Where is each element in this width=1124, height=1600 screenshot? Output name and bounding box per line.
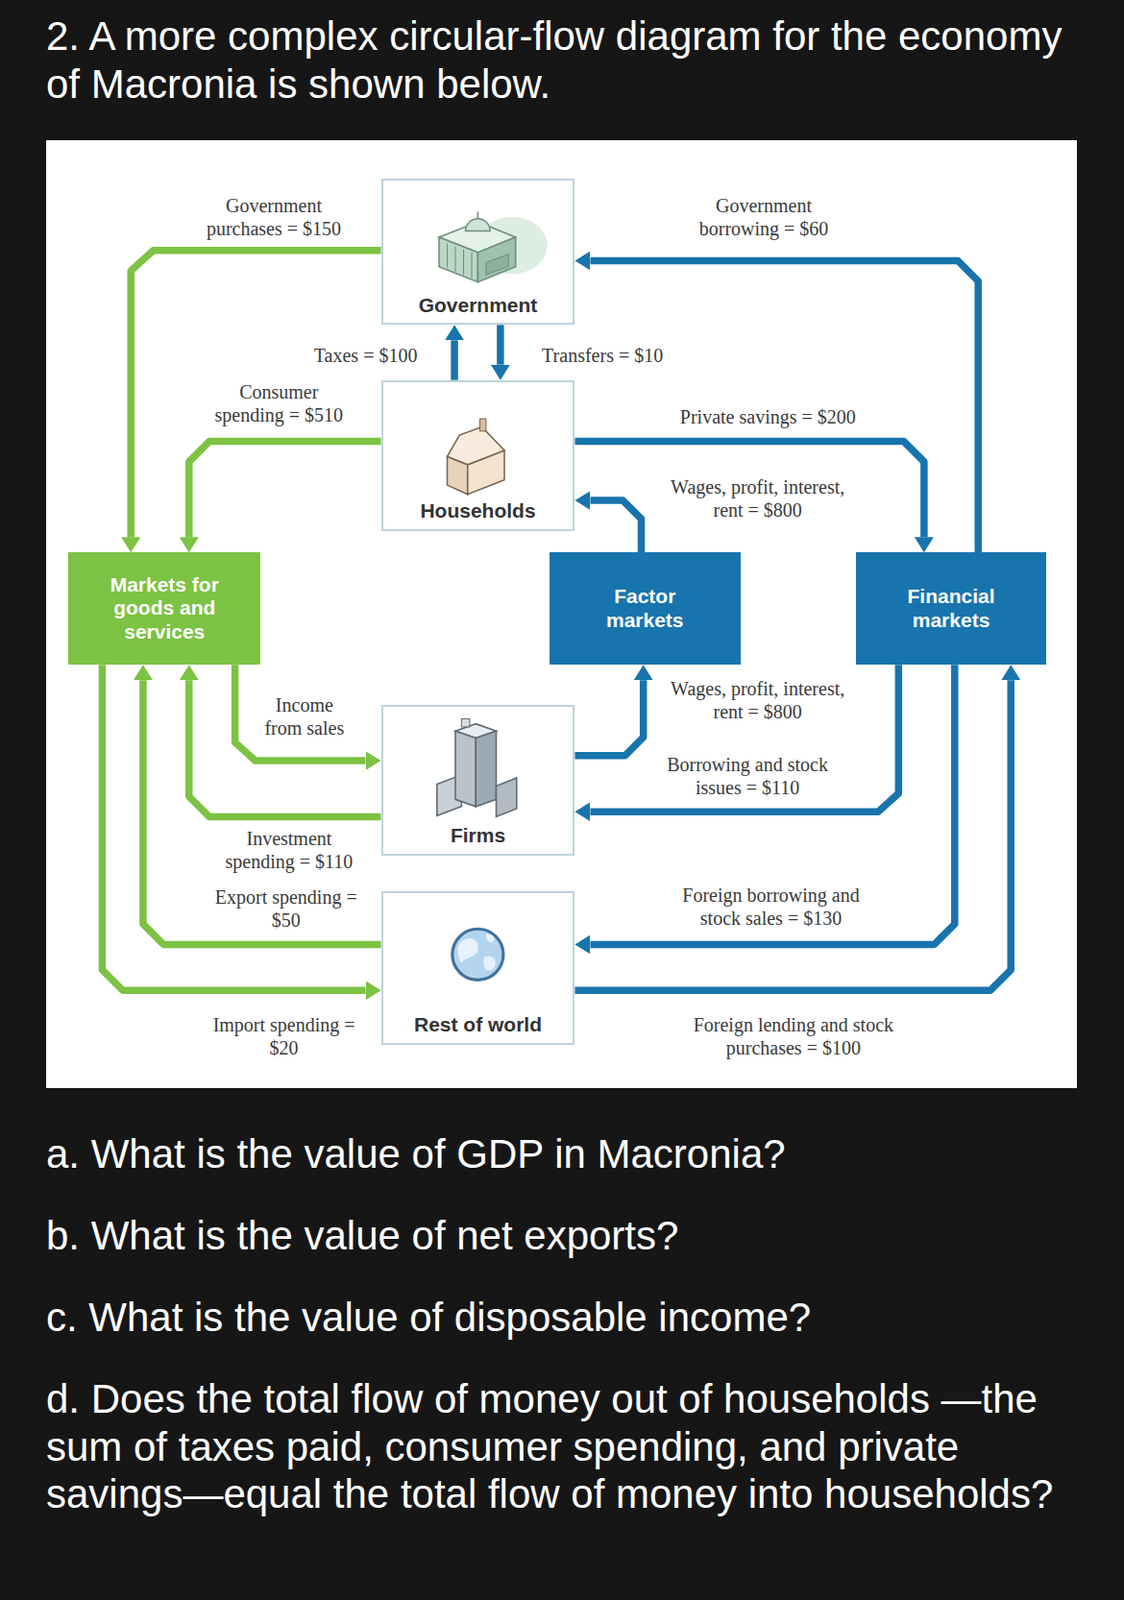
node-label: Factor markets: [574, 585, 716, 634]
flow-arrow: [235, 664, 367, 761]
node-label: Households: [419, 499, 536, 524]
flow-label: Wages, profit, interest, rent = $800: [660, 475, 855, 522]
flow-label: Consumer spending = $510: [208, 380, 349, 427]
node-label: Government: [418, 293, 538, 318]
diagram-panel: GovernmentHouseholdsMarkets for goods an…: [46, 140, 1077, 1089]
globe-icon: [452, 928, 504, 980]
flow-arrow: [189, 680, 382, 817]
flow-label: Government borrowing = $60: [684, 194, 844, 241]
financial-market-box: Financial markets: [855, 552, 1048, 665]
flow-arrow: [574, 680, 1011, 991]
question-text: d. Does the total flow of money out of h…: [46, 1375, 1094, 1517]
firms-box: Firms: [381, 705, 576, 856]
flow-label: Borrowing and stock issues = $110: [660, 753, 835, 800]
flow-label: Foreign lending and stock purchases = $1…: [677, 1013, 909, 1060]
house-icon: [447, 418, 505, 495]
question-list: a. What is the value of GDP in Macronia?…: [46, 1130, 1094, 1553]
node-label: Firms: [450, 824, 506, 849]
flow-label: Transfers = $10: [538, 343, 666, 367]
government-box: Government: [381, 178, 576, 325]
flow-label: Taxes = $100: [311, 343, 421, 367]
node-label: Rest of world: [414, 1013, 542, 1038]
question-text: b. What is the value of net exports?: [46, 1212, 1094, 1260]
flow-arrow: [589, 664, 954, 945]
factor-market-box: Factor markets: [549, 552, 741, 665]
flow-arrow: [450, 340, 459, 380]
question-text: a. What is the value of GDP in Macronia?: [46, 1130, 1094, 1178]
flow-label: Government purchases = $150: [194, 194, 354, 241]
flow-arrow: [189, 440, 382, 538]
households-box: Households: [381, 380, 576, 532]
flow-label: Export spending = $50: [211, 885, 362, 932]
flow-label: Wages, profit, interest, rent = $800: [660, 677, 855, 724]
government-icon: [439, 211, 548, 282]
flow-arrow: [574, 440, 924, 538]
goods-market-box: Markets for goods and services: [68, 552, 261, 665]
flow-arrow: [589, 664, 899, 812]
flow-arrow: [496, 324, 505, 365]
flow-label: Import spending = $20: [209, 1013, 360, 1060]
page-title: 2. A more complex circular-flow diagram …: [46, 12, 1094, 109]
flow-arrow: [574, 680, 643, 757]
flow-arrow: [589, 500, 641, 553]
firm-icon: [437, 718, 517, 817]
node-label: Markets for goods and services: [93, 573, 236, 645]
flow-arrow: [589, 260, 978, 553]
node-label: Financial markets: [880, 585, 1023, 634]
flow-label: Investment spending = $110: [214, 827, 365, 874]
flow-label: Private savings = $200: [677, 405, 859, 429]
flow-label: Foreign borrowing and stock sales = $130: [659, 883, 882, 930]
flow-arrow: [143, 680, 382, 945]
flow-label: Income from sales: [258, 693, 351, 740]
flow-arrow: [101, 664, 366, 991]
rest-of-world-box: Rest of world: [381, 891, 576, 1045]
question-text: c. What is the value of disposable incom…: [46, 1294, 1094, 1342]
flow-arrow: [130, 250, 381, 538]
